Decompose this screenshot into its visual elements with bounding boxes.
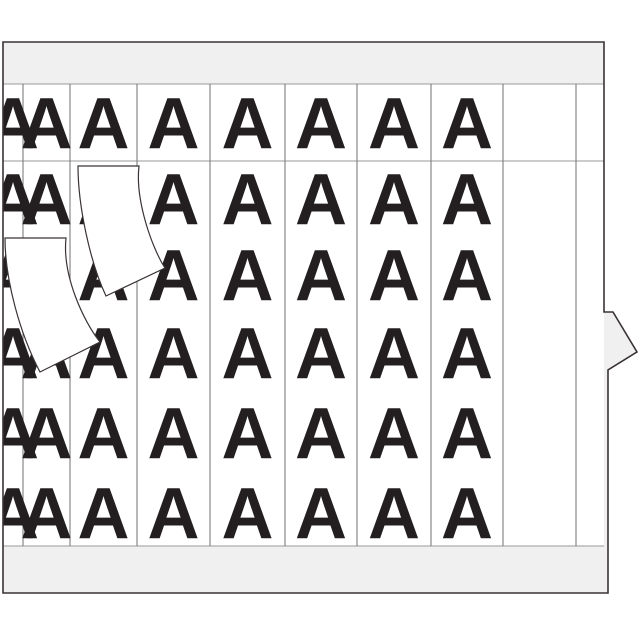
label-cell-letter: A <box>295 394 347 474</box>
label-cell-letter: A <box>148 314 200 394</box>
label-cell-letter: A <box>21 160 73 240</box>
label-cell-letter: A <box>368 474 420 554</box>
lower-peeled-label <box>4 237 101 373</box>
label-cell-letter: A <box>0 474 39 554</box>
label-cell-letter: A <box>368 236 420 316</box>
label-cell-letter: A <box>441 314 493 394</box>
label-cell-letter: A <box>148 160 200 240</box>
label-cell-letter: A <box>295 84 347 164</box>
label-cell-letter: A <box>21 474 73 554</box>
label-cell-letter: A <box>368 160 420 240</box>
label-cell-letter: A <box>78 474 130 554</box>
upper-peeled-label <box>77 165 166 297</box>
label-cell-letter: A <box>78 84 130 164</box>
label-cell-letter: A <box>295 236 347 316</box>
label-cell-letter: A <box>148 236 200 316</box>
label-cell-letter: A <box>295 474 347 554</box>
label-cell-letter: A <box>368 314 420 394</box>
label-cell-letter: A <box>148 394 200 474</box>
label-cell-letter: A <box>222 314 274 394</box>
label-cell-letter: A <box>222 236 274 316</box>
label-cell-letter: A <box>295 160 347 240</box>
label-cell-letter: A <box>441 236 493 316</box>
label-cell-letter: A <box>222 394 274 474</box>
label-cell-letter: A <box>368 394 420 474</box>
label-cell-letter: A <box>21 84 73 164</box>
label-cell-letter: A <box>295 314 347 394</box>
label-cell-letter: A <box>148 474 200 554</box>
label-cell-letter: A <box>0 394 39 474</box>
label-cell-letter: A <box>222 474 274 554</box>
label-cell-letter: A <box>222 160 274 240</box>
label-cell-letter: A <box>21 394 73 474</box>
label-cell-letter: A <box>441 474 493 554</box>
label-cell-letter: A <box>368 84 420 164</box>
peeled-labels-layer <box>4 165 166 373</box>
label-cell-letter: A <box>441 84 493 164</box>
label-cell-letter: A <box>0 160 39 240</box>
label-cell-letter: A <box>441 394 493 474</box>
label-cell-letter: A <box>0 84 39 164</box>
label-cell-letter: A <box>78 394 130 474</box>
label-cell-letter: A <box>148 84 200 164</box>
label-cell-letter: A <box>222 84 274 164</box>
sheet-outline <box>2 41 639 594</box>
label-cell-letter: A <box>441 160 493 240</box>
letters-layer: AAAAAAAAAAAAAAAAAAAAAAAAAAAAAAAAAAAAAAAA… <box>0 84 493 554</box>
